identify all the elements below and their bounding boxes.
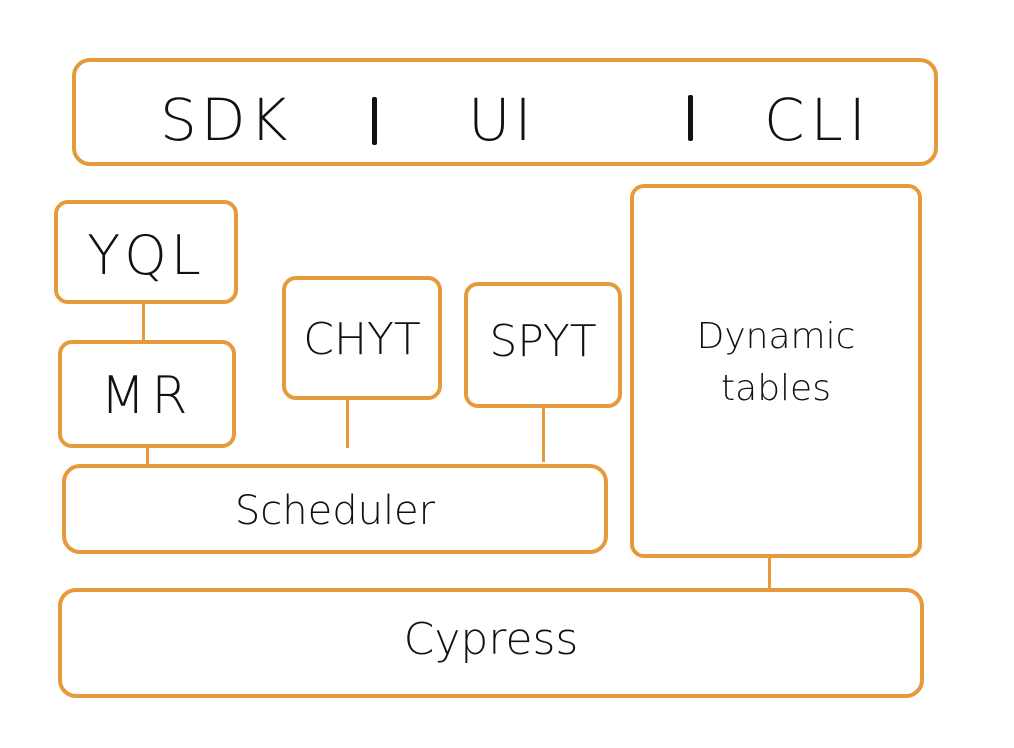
spyt-label: SPYT bbox=[489, 316, 597, 367]
separator-1 bbox=[372, 97, 377, 145]
cypress-label: Cypress bbox=[403, 614, 579, 665]
scheduler-box bbox=[62, 464, 608, 554]
mr-box bbox=[58, 340, 236, 448]
dynamic-tables-label-line1: Dynamic bbox=[696, 316, 856, 357]
yql-label: YQL bbox=[87, 224, 205, 287]
yql-mr-connector bbox=[142, 304, 145, 342]
ui-label: UI bbox=[468, 86, 536, 154]
separator-2 bbox=[688, 95, 693, 141]
dynamic-tables-label-line2: tables bbox=[721, 368, 831, 409]
top-bar-box bbox=[72, 58, 938, 166]
mr-label: MR bbox=[100, 366, 194, 426]
spyt-box bbox=[464, 282, 622, 408]
dynamic-tables-box bbox=[630, 184, 922, 558]
sdk-label: SDK bbox=[160, 86, 292, 154]
cli-label: CLI bbox=[764, 86, 872, 154]
chyt-box bbox=[282, 276, 442, 400]
dynamic-tables-cypress-connector bbox=[768, 558, 771, 592]
yql-box bbox=[54, 200, 238, 304]
mr-scheduler-connector bbox=[146, 448, 149, 470]
chyt-scheduler-connector bbox=[346, 400, 349, 448]
spyt-scheduler-connector bbox=[542, 408, 545, 462]
scheduler-label: Scheduler bbox=[234, 488, 436, 534]
cypress-box bbox=[58, 588, 924, 698]
chyt-label: CHYT bbox=[303, 314, 421, 365]
